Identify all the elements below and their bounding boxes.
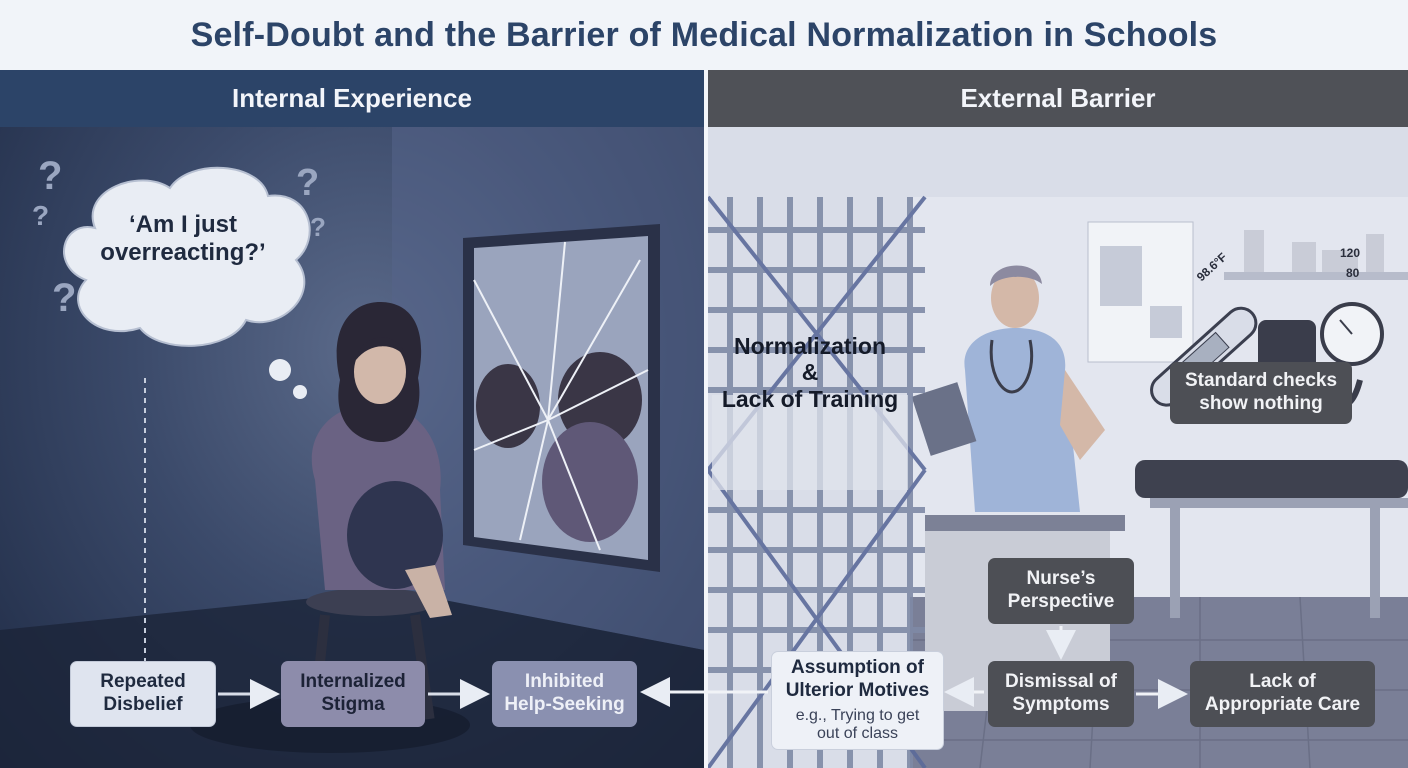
- repeated-disbelief-line-2: Disbelief: [103, 694, 183, 715]
- repeated-disbelief-box: Repeated Disbelief: [70, 661, 216, 727]
- normalization-line-2: &: [801, 359, 819, 386]
- question-mark-icon: ?: [32, 200, 50, 231]
- assumption-example-line-2: out of class: [817, 725, 898, 743]
- dismissal-of-symptoms-box: Dismissal of Symptoms: [988, 661, 1134, 727]
- external-scene-illustration: [708, 195, 1408, 768]
- panel-divider: [704, 70, 708, 768]
- assumption-of-ulterior-motives-box: Assumption of Ulterior Motives e.g., Try…: [771, 651, 944, 750]
- repeated-disbelief-line-1: Repeated: [100, 671, 186, 693]
- assumption-example-line-1: e.g., Trying to get: [795, 706, 920, 724]
- inhibited-help-line-1: Inhibited: [524, 671, 605, 693]
- standard-checks-line-1: Standard checks: [1184, 370, 1338, 392]
- normalization-label: Normalization & Lack of Training: [712, 333, 908, 412]
- assumption-line-2: Ulterior Motives: [785, 680, 930, 702]
- question-mark-icon: ?: [52, 276, 77, 320]
- internalized-stigma-line-1: Internalized: [300, 671, 406, 693]
- external-barrier-panel: External Barrier: [708, 70, 1408, 768]
- nurses-perspective-line-1: Nurse’s: [1026, 568, 1096, 590]
- inhibited-help-line-2: Help-Seeking: [504, 694, 625, 715]
- dismissal-line-2: Symptoms: [1012, 694, 1110, 715]
- normalization-line-3: Lack of Training: [721, 385, 899, 412]
- nurses-perspective-line-2: Perspective: [1007, 591, 1115, 612]
- standard-checks-line-2: show nothing: [1199, 393, 1323, 414]
- bp-reading-bottom: 80: [1346, 266, 1360, 280]
- nurses-perspective-box: Nurse’s Perspective: [988, 558, 1134, 624]
- nurse-illustration: [911, 265, 1105, 512]
- thought-line-2: overreacting?’: [100, 239, 266, 267]
- thought-text: ‘Am I just overreacting?’: [78, 211, 288, 268]
- thought-line-1: ‘Am I just: [128, 211, 237, 238]
- broken-mirror-illustration: [463, 224, 660, 572]
- question-mark-icon: ?: [310, 212, 326, 242]
- question-mark-icon: ?: [38, 154, 63, 198]
- lack-of-care-line-1: Lack of: [1249, 671, 1316, 693]
- external-barrier-header: External Barrier: [708, 70, 1408, 127]
- lack-of-appropriate-care-box: Lack of Appropriate Care: [1190, 661, 1375, 727]
- title-bar: Self-Doubt and the Barrier of Medical No…: [0, 0, 1408, 70]
- question-mark-icon: ?: [296, 162, 320, 204]
- assumption-example: e.g., Trying to get out of class: [796, 707, 920, 744]
- thought-bubble: [63, 166, 311, 399]
- internal-experience-header: Internal Experience: [0, 70, 704, 127]
- internalized-stigma-box: Internalized Stigma: [281, 661, 425, 727]
- internalized-stigma-line-2: Stigma: [321, 694, 385, 715]
- inhibited-help-seeking-box: Inhibited Help-Seeking: [492, 661, 637, 727]
- page-title: Self-Doubt and the Barrier of Medical No…: [190, 15, 1218, 54]
- bp-reading-top: 120: [1340, 246, 1361, 260]
- normalization-line-1: Normalization: [733, 333, 887, 359]
- lack-of-care-line-2: Appropriate Care: [1204, 694, 1361, 715]
- assumption-line-1: Assumption of: [791, 657, 924, 679]
- dismissal-line-1: Dismissal of: [1005, 671, 1117, 693]
- standard-checks-box: Standard checks show nothing: [1170, 362, 1352, 424]
